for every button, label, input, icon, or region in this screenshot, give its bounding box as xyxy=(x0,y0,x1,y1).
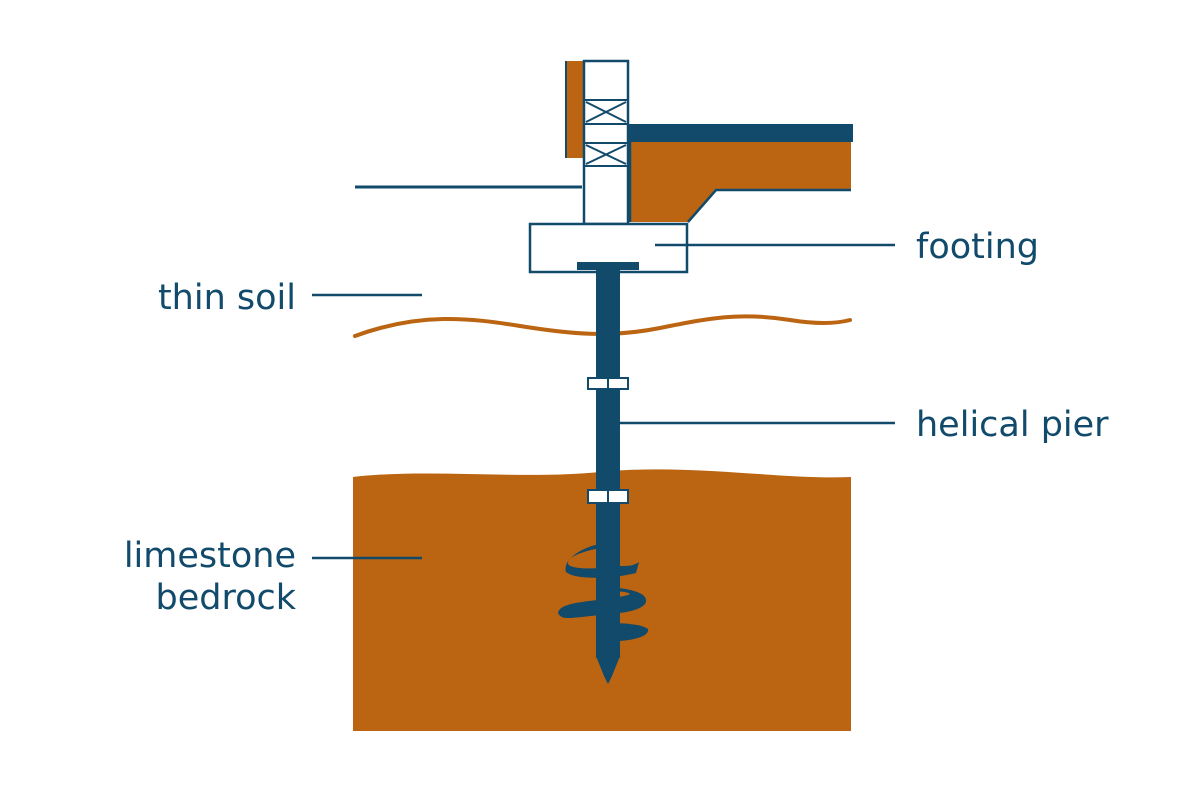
blocking-x-mark xyxy=(585,144,627,165)
bedrock-label-line-1: limestone xyxy=(124,536,296,576)
helical-flight xyxy=(565,544,639,578)
floor-slab xyxy=(630,142,851,222)
footing-label: footing xyxy=(916,227,1039,267)
floor-deck xyxy=(628,124,853,142)
thin-soil-label: thin soil xyxy=(158,278,296,318)
helical-flight xyxy=(596,623,649,641)
helical-flight xyxy=(558,588,647,619)
floor-slab-outline xyxy=(628,142,851,223)
pier-shaft-segment xyxy=(596,270,620,378)
pier-tip xyxy=(596,656,620,684)
wall-siding xyxy=(567,61,584,158)
blocking-x-mark xyxy=(585,101,627,123)
soil-surface-line xyxy=(353,314,852,338)
helical-pier-label: helical pier xyxy=(916,405,1109,445)
bedrock-label-line-2: bedrock xyxy=(155,578,296,618)
pier-cap-plate xyxy=(577,262,639,270)
pier-shaft-segment xyxy=(596,389,620,490)
pier-coupling xyxy=(587,489,629,504)
pier-coupling xyxy=(587,377,629,390)
